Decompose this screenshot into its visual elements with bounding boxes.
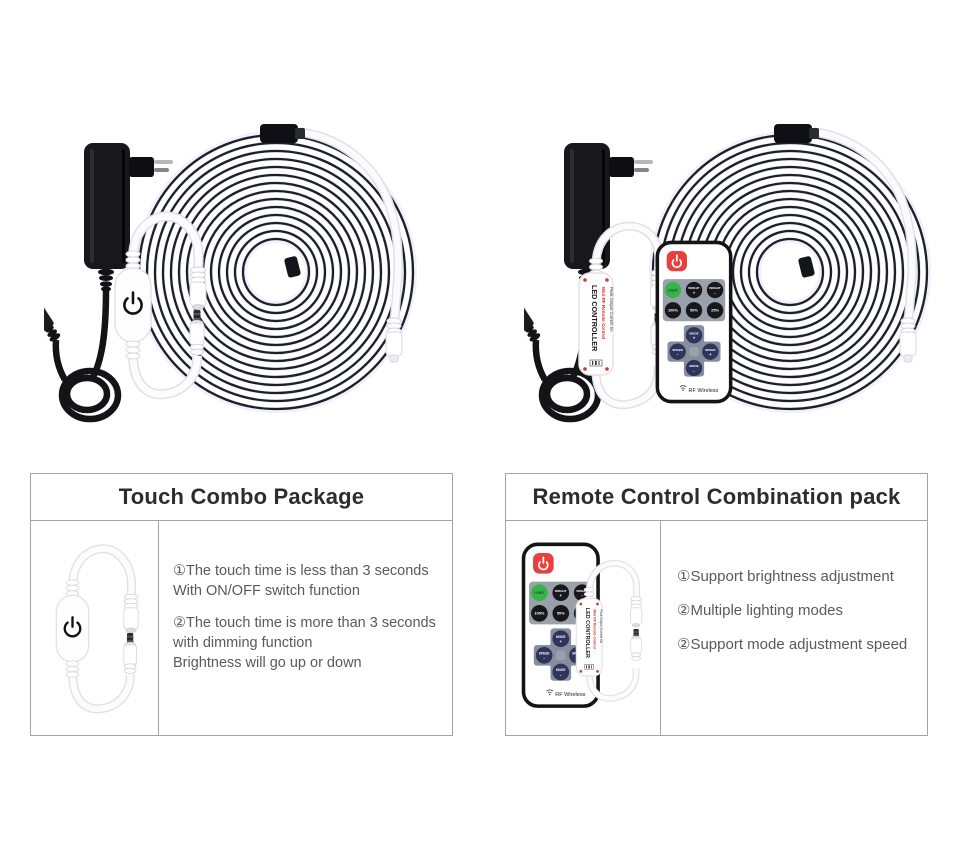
touch-package-panel: Touch Combo Package ①The touch time is l… (30, 473, 453, 736)
remote-package-image-cell (506, 521, 661, 736)
feature-text: ②The touch time is more than 3 seconds w… (173, 615, 436, 671)
feature-text: ①The touch time is less than 3 seconds W… (173, 563, 429, 599)
remote-controller-thumbnail (521, 542, 660, 708)
touch-package-features: ①The touch time is less than 3 seconds W… (159, 521, 452, 736)
touch-combo-product-photo (0, 100, 480, 440)
remote-package-title: Remote Control Combination pack (506, 474, 927, 521)
touch-package-title: Touch Combo Package (31, 474, 452, 521)
feature-text: ②Support mode adjustment speed (677, 636, 908, 653)
remote-combo-product-photo (480, 100, 960, 440)
led-strip-coil (135, 124, 417, 413)
feature-text: ②Multiple lighting modes (677, 602, 844, 619)
rf-remote-control (655, 240, 733, 404)
touch-package-image-cell (31, 521, 159, 736)
power-adapter (499, 143, 653, 419)
touch-controller-thumbnail (32, 524, 158, 734)
remote-package-panel: Remote Control Combination pack ①Support… (505, 473, 928, 736)
remote-package-features: ①Support brightness adjustment ②Multiple… (661, 521, 927, 736)
feature-text: ①Support brightness adjustment (677, 568, 894, 585)
